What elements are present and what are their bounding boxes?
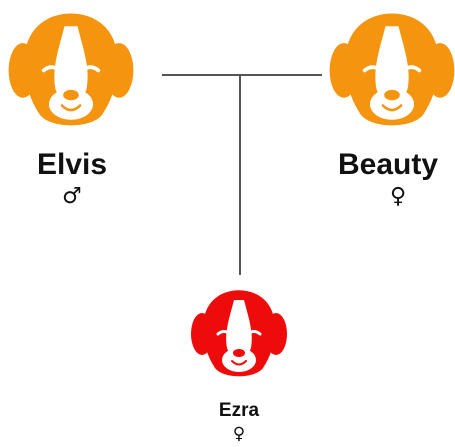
male-symbol: ♂ (42, 184, 102, 209)
child-name: Ezra (199, 400, 279, 422)
dog-head-icon (327, 8, 455, 138)
female-symbol: ♀ (209, 424, 269, 444)
female-symbol: ♀ (368, 184, 428, 209)
parent-name: Beauty (330, 148, 455, 182)
parent-name: Elvis (17, 148, 127, 182)
dog-head-icon (6, 8, 136, 138)
dog-head-icon (189, 286, 289, 386)
